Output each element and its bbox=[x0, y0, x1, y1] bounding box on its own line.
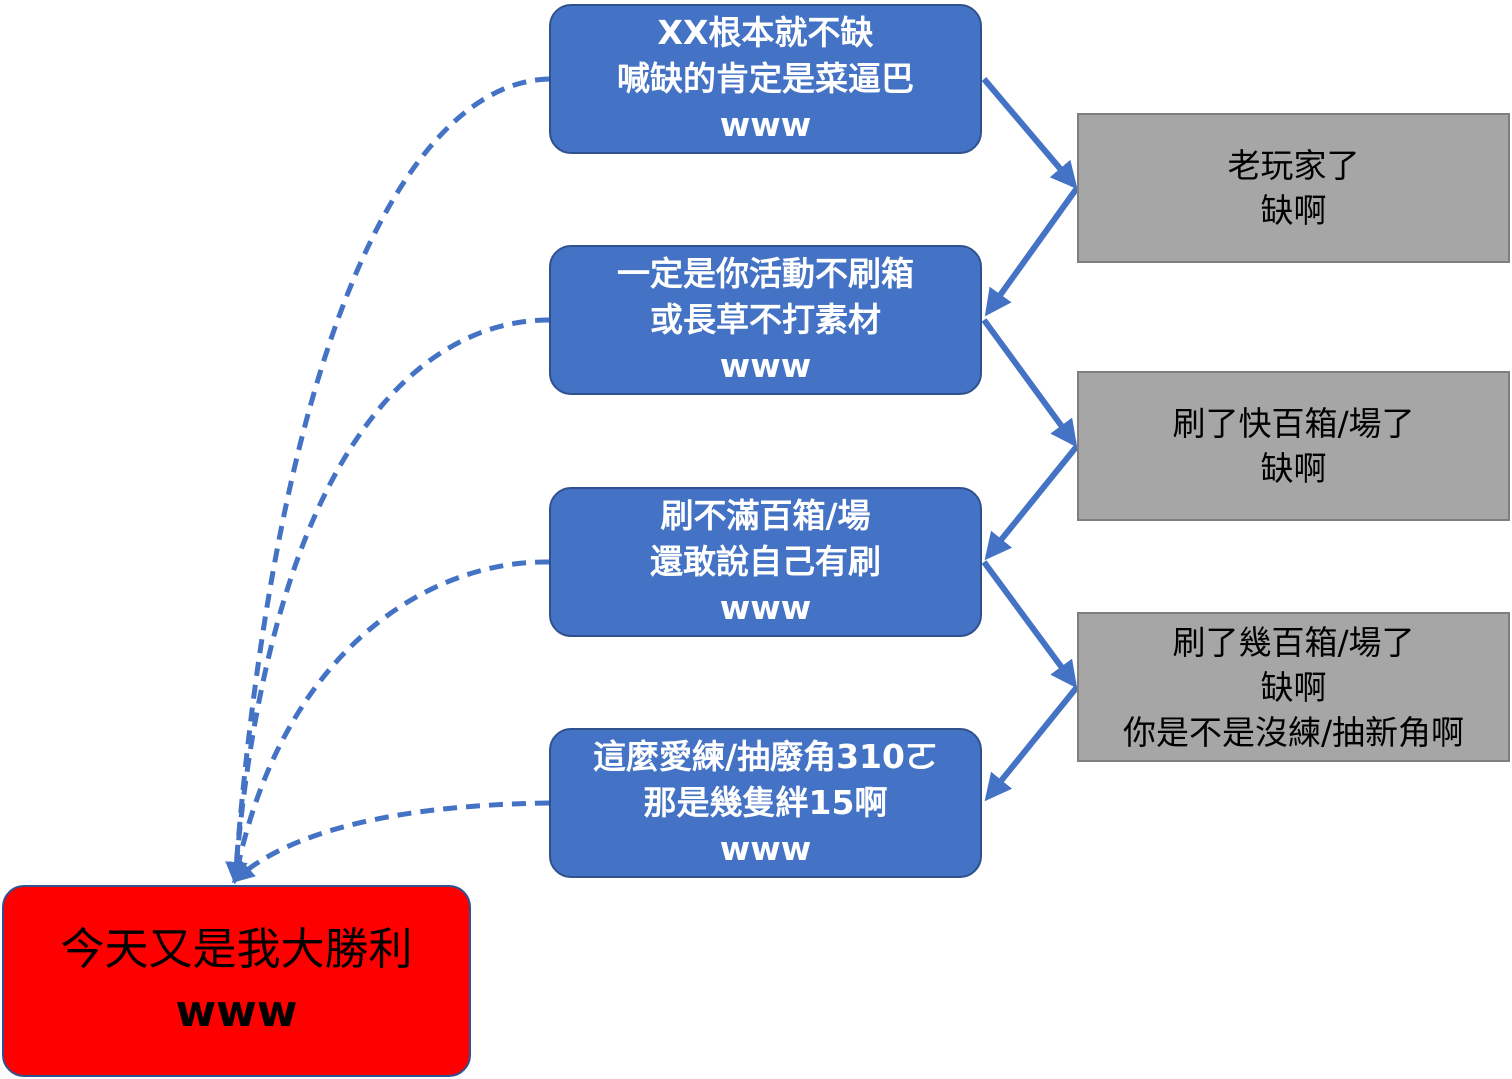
result-box: 今天又是我大勝利 www bbox=[2, 885, 471, 1077]
reply-box-2-line-2: 缺啊 bbox=[1260, 449, 1327, 488]
claim-box-1: XX根本就不缺 喊缺的肯定是菜逼巴 www bbox=[549, 4, 982, 154]
claim-box-3-line-1: 刷不滿百箱/場 bbox=[660, 496, 871, 535]
claim-box-3: 刷不滿百箱/場 還敢說自己有刷 www bbox=[549, 487, 982, 637]
result-box-line-2: www bbox=[175, 986, 298, 1037]
reply-box-3-line-3: 你是不是沒練/抽新角啊 bbox=[1122, 712, 1465, 752]
reply-box-3-line-1: 刷了幾百箱/場了 bbox=[1172, 622, 1415, 662]
reply-box-3: 刷了幾百箱/場了 缺啊 你是不是沒練/抽新角啊 bbox=[1077, 612, 1510, 762]
arrow-b1-to-g1 bbox=[981, 77, 1078, 190]
reply-box-1-line-1: 老玩家了 bbox=[1227, 146, 1360, 185]
claim-box-4-line-3: www bbox=[719, 829, 812, 868]
arrow-g3-to-b4 bbox=[984, 685, 1080, 802]
reply-box-1: 老玩家了 缺啊 bbox=[1077, 113, 1510, 263]
claim-box-4-line-1: 這麼愛練/抽廢角310ㄛ bbox=[593, 737, 938, 776]
claim-box-1-line-3: www bbox=[719, 105, 812, 144]
claim-box-1-line-2: 喊缺的肯定是菜逼巴 bbox=[617, 59, 914, 98]
reply-box-2-line-1: 刷了快百箱/場了 bbox=[1172, 404, 1415, 443]
claim-box-2-line-2: 或長草不打素材 bbox=[650, 300, 881, 339]
dashed-b3-to-r1 bbox=[232, 559, 550, 881]
reply-box-3-line-2: 缺啊 bbox=[1260, 667, 1327, 707]
reply-box-2: 刷了快百箱/場了 缺啊 bbox=[1077, 371, 1510, 521]
arrow-g1-to-b2 bbox=[984, 186, 1080, 317]
claim-box-1-line-1: XX根本就不缺 bbox=[657, 13, 874, 52]
arrow-b3-to-g3 bbox=[981, 560, 1078, 689]
dashed-b2-to-r1 bbox=[232, 317, 550, 881]
reply-box-1-line-2: 缺啊 bbox=[1260, 191, 1327, 230]
claim-box-4-line-2: 那是幾隻絆15啊 bbox=[643, 783, 888, 822]
claim-box-3-line-2: 還敢說自己有刷 bbox=[650, 542, 881, 581]
claim-box-2-line-3: www bbox=[719, 346, 812, 385]
dashed-b1-to-r1 bbox=[225, 76, 550, 885]
arrow-g2-to-b3 bbox=[984, 444, 1080, 561]
claim-box-2: 一定是你活動不刷箱 或長草不打素材 www bbox=[549, 245, 982, 395]
arrow-b2-to-g2 bbox=[981, 318, 1078, 448]
result-box-line-1: 今天又是我大勝利 bbox=[60, 924, 413, 975]
claim-box-4: 這麼愛練/抽廢角310ㄛ 那是幾隻絆15啊 www bbox=[549, 728, 982, 878]
dashed-b4-to-r1 bbox=[231, 800, 550, 884]
claim-box-2-line-1: 一定是你活動不刷箱 bbox=[617, 254, 914, 293]
claim-box-3-line-3: www bbox=[719, 588, 812, 627]
